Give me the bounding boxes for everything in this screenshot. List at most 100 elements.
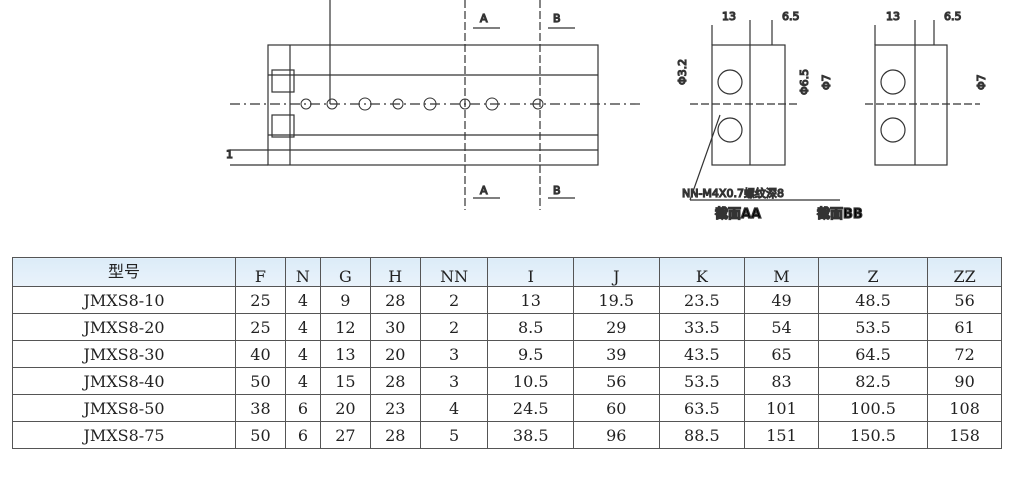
dim-dia-3-2: Φ3.2 (676, 59, 689, 85)
dim-13-bb: 13 (886, 10, 900, 23)
value-cell: 54 (744, 313, 819, 341)
value-cell: 64.5 (817, 340, 929, 368)
value-cell: 30 (369, 313, 421, 341)
value-cell: 90 (927, 367, 1002, 395)
value-cell: 3 (419, 367, 489, 395)
value-cell: 9 (319, 286, 371, 314)
section-mark-b-top: B (553, 12, 561, 25)
value-cell: 43.5 (658, 340, 746, 368)
section-mark-a-bottom: A (480, 184, 488, 197)
value-cell: 13 (319, 340, 371, 368)
value-cell: 82.5 (817, 367, 929, 395)
value-cell: 108 (927, 394, 1002, 422)
header-i: I (487, 257, 575, 287)
section-bb-caption: 截面BB (817, 206, 863, 222)
model-cell: JMXS8-10 (12, 286, 236, 314)
value-cell: 25 (235, 286, 286, 314)
value-cell: 49 (744, 286, 819, 314)
value-cell: 28 (369, 367, 421, 395)
value-cell: 29 (573, 313, 660, 341)
value-cell: 56 (573, 367, 660, 395)
value-cell: 6 (284, 394, 321, 422)
technical-drawing: A B A B 1 13 6.5 Φ3.2 Φ6.5 Φ7 NN-M4X0.7螺… (225, 0, 989, 223)
value-cell: 65 (744, 340, 819, 368)
value-cell: 23 (369, 394, 421, 422)
section-mark-b-bottom: B (553, 184, 561, 197)
model-cell: JMXS8-75 (12, 421, 236, 449)
section-aa-view (689, 20, 840, 201)
value-cell: 101 (744, 394, 819, 422)
model-cell: JMXS8-40 (12, 367, 236, 395)
value-cell: 50 (235, 367, 286, 395)
value-cell: 4 (419, 394, 489, 422)
value-cell: 48.5 (817, 286, 929, 314)
value-cell: 25 (235, 313, 286, 341)
side-dim-label: 1 (226, 148, 233, 161)
value-cell: 40 (235, 340, 286, 368)
value-cell: 4 (284, 367, 321, 395)
dim-dia-7-aa: Φ7 (820, 74, 833, 90)
value-cell: 4 (284, 286, 321, 314)
value-cell: 6 (284, 421, 321, 449)
value-cell: 15 (319, 367, 371, 395)
header-m: M (744, 257, 819, 287)
value-cell: 8.5 (487, 313, 575, 341)
value-cell: 88.5 (658, 421, 746, 449)
value-cell: 158 (927, 421, 1002, 449)
value-cell: 150.5 (817, 421, 929, 449)
value-cell: 4 (284, 340, 321, 368)
value-cell: 38.5 (487, 421, 575, 449)
value-cell: 61 (927, 313, 1002, 341)
value-cell: 60 (573, 394, 660, 422)
dim-dia-7-bb: Φ7 (975, 74, 988, 90)
value-cell: 39 (573, 340, 660, 368)
dim-6-5-aa: 6.5 (782, 10, 800, 23)
header-g: G (319, 257, 371, 287)
value-cell: 5 (419, 421, 489, 449)
header-nn: NN (419, 257, 489, 287)
value-cell: 83 (744, 367, 819, 395)
model-cell: JMXS8-50 (12, 394, 236, 422)
value-cell: 28 (369, 421, 421, 449)
value-cell: 23.5 (658, 286, 746, 314)
value-cell: 3 (419, 340, 489, 368)
value-cell: 33.5 (658, 313, 746, 341)
header-zz: ZZ (927, 257, 1002, 287)
section-aa-caption: 截面AA (715, 206, 761, 222)
value-cell: 38 (235, 394, 286, 422)
model-cell: JMXS8-30 (12, 340, 236, 368)
value-cell: 151 (744, 421, 819, 449)
value-cell: 27 (319, 421, 371, 449)
value-cell: 19.5 (573, 286, 660, 314)
header-j: J (573, 257, 660, 287)
header-n: N (284, 257, 321, 287)
header-model: 型号 (12, 257, 236, 287)
value-cell: 4 (284, 313, 321, 341)
dim-13-aa: 13 (722, 10, 736, 23)
header-h: H (369, 257, 421, 287)
section-bb-view (865, 20, 980, 166)
value-cell: 28 (369, 286, 421, 314)
section-mark-a-top: A (480, 12, 488, 25)
value-cell: 53.5 (817, 313, 929, 341)
header-z: Z (817, 257, 929, 287)
value-cell: 12 (319, 313, 371, 341)
value-cell: 56 (927, 286, 1002, 314)
value-cell: 9.5 (487, 340, 575, 368)
value-cell: 100.5 (817, 394, 929, 422)
value-cell: 53.5 (658, 367, 746, 395)
dim-6-5-bb: 6.5 (944, 10, 962, 23)
model-cell: JMXS8-20 (12, 313, 236, 341)
value-cell: 2 (419, 313, 489, 341)
value-cell: 96 (573, 421, 660, 449)
dim-dia-6-5: Φ6.5 (798, 69, 811, 95)
value-cell: 63.5 (658, 394, 746, 422)
value-cell: 20 (369, 340, 421, 368)
